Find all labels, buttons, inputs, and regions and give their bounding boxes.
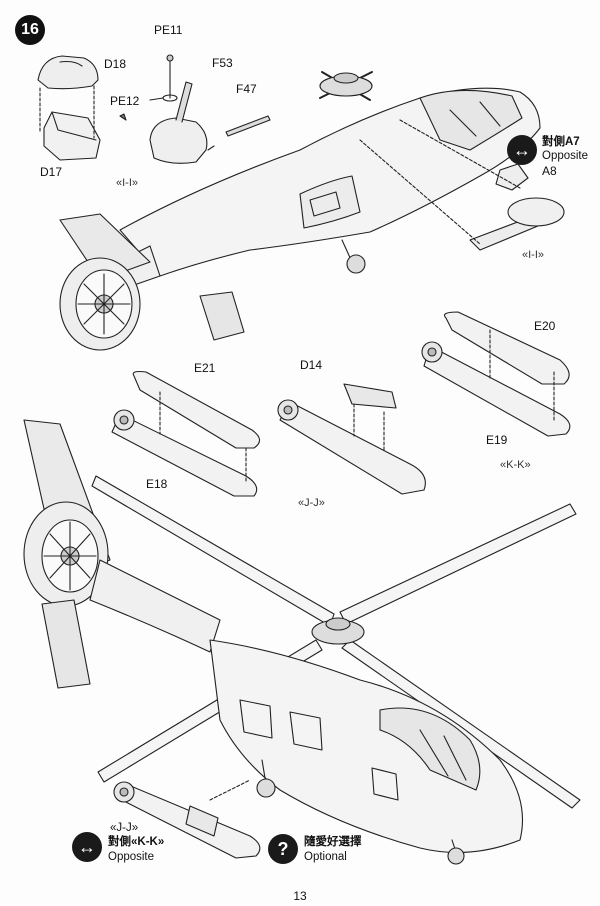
label-pe11: PE11 [154, 23, 183, 37]
part-d18 [37, 55, 99, 90]
top-helicopter [59, 71, 565, 351]
label-f53: F53 [212, 56, 233, 70]
step-number: 16 [15, 15, 45, 45]
note-jj: «J-J» [110, 822, 139, 834]
double-arrow-icon: ↔ [72, 832, 102, 862]
label-e19: E19 [486, 433, 508, 447]
pod-i-i [111, 370, 261, 497]
section-ii-right: «I-I» [522, 249, 545, 261]
section-kk: «K-K» [500, 459, 531, 471]
bottom-helicopter [23, 419, 581, 865]
question-mark-icon: ? [268, 834, 298, 864]
note-optional-cn: 隨愛好選擇 [304, 836, 362, 848]
part-d17 [39, 85, 101, 161]
opposite-en: Opposite [542, 150, 589, 162]
part-pe11-pe12 [119, 54, 178, 121]
part-cover [149, 81, 215, 164]
page-number: 13 [293, 889, 307, 903]
double-arrow-icon: ↔ [507, 135, 537, 165]
label-d17: D17 [40, 165, 63, 179]
note-opposite: Opposite [108, 851, 155, 863]
pod-j-j [277, 383, 426, 495]
label-d18: D18 [104, 57, 127, 71]
section-ii-left: «I-I» [116, 177, 139, 189]
opposite-cn: 對側A7 [542, 136, 580, 148]
label-e18: E18 [146, 477, 168, 491]
note-kk: 對側«K-K» [108, 836, 165, 848]
note-optional: Optional [304, 851, 347, 863]
part-f47 [225, 115, 271, 137]
label-e20: E20 [534, 319, 556, 333]
label-f47: F47 [236, 82, 257, 96]
label-d14: D14 [300, 358, 323, 372]
section-jj: «J-J» [298, 497, 325, 509]
label-e21: E21 [194, 361, 216, 375]
pod-k-k [421, 311, 571, 437]
label-a8: A8 [542, 164, 557, 178]
label-pe12: PE12 [110, 94, 140, 108]
